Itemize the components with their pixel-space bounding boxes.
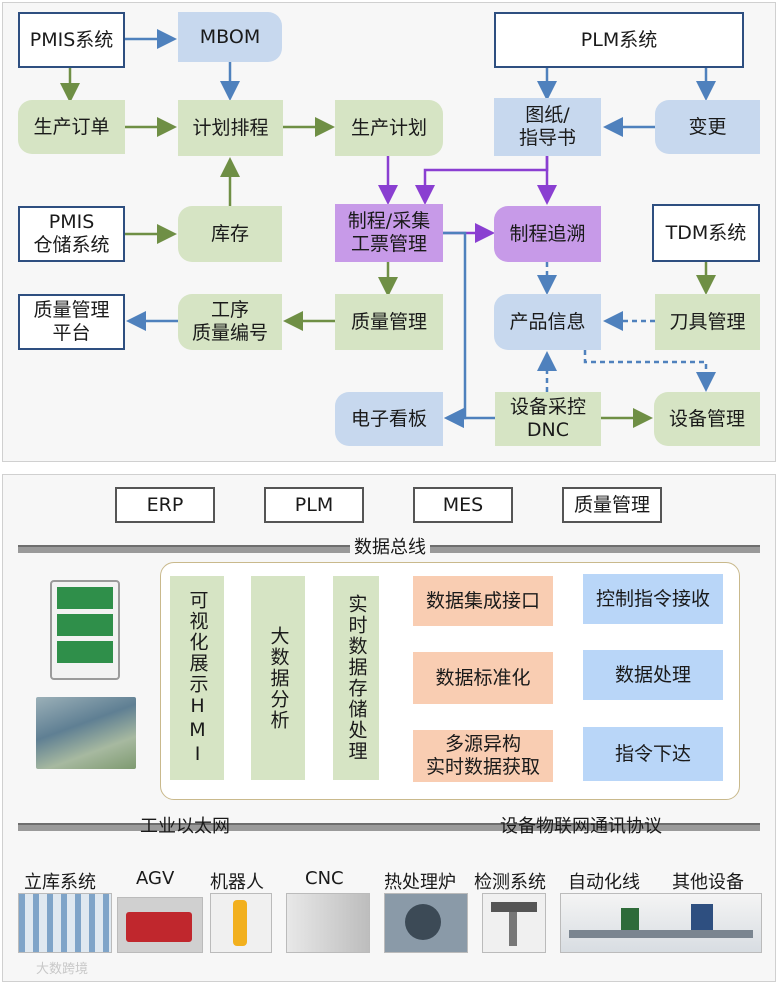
electronic-board: 电子看板 <box>335 392 443 446</box>
mes-box: MES <box>413 487 513 523</box>
tdm-system: TDM系统 <box>652 204 760 262</box>
ethernet-bus <box>18 823 760 831</box>
device-label-1: 立库系统 <box>24 872 96 893</box>
data-process-box: 数据处理 <box>583 650 723 700</box>
production-plan: 生产计划 <box>335 100 443 156</box>
robot-arm <box>233 900 247 946</box>
quality-box: 质量管理 <box>562 487 662 523</box>
process-quality: 工序 质量编号 <box>178 294 282 350</box>
line-machine-2 <box>691 904 713 930</box>
plm-box: PLM <box>264 487 364 523</box>
bigdata-box: 大数据分析 <box>251 576 305 780</box>
dnc-node: 设备采控 DNC <box>495 392 601 446</box>
pmis-warehouse: PMIS 仓储系统 <box>18 206 125 262</box>
equipment-management: 设备管理 <box>654 392 760 446</box>
agv-image <box>117 897 203 953</box>
line-machine-1 <box>621 908 639 930</box>
cnc-image <box>286 893 370 953</box>
command-send-box: 指令下达 <box>583 727 723 781</box>
factory-aerial-image <box>36 697 136 769</box>
hmi-box: 可视化展示HMI <box>170 576 224 780</box>
schedule-node: 计划排程 <box>178 100 283 156</box>
drawing-node: 图纸/ 指导书 <box>494 98 601 156</box>
tablet-row-3 <box>57 641 113 663</box>
device-label-7: 自动化线 <box>568 872 640 893</box>
arrow-drawing-process <box>415 156 549 205</box>
inspection-bridge <box>491 902 537 912</box>
integration-box: 数据集成接口 <box>413 576 553 626</box>
device-label-5: 热处理炉 <box>384 872 456 893</box>
standardization-box: 数据标准化 <box>413 652 553 704</box>
arrow-product-equip <box>583 350 716 392</box>
quality-management: 质量管理 <box>335 294 443 350</box>
mbom-node: MBOM <box>178 12 282 62</box>
watermark-text: 大数跨境 <box>36 962 89 977</box>
device-label-4: CNC <box>305 868 344 889</box>
change-node: 变更 <box>655 100 760 154</box>
iot-protocol-label: 设备物联网通讯协议 <box>500 816 662 837</box>
trace-node: 制程追溯 <box>494 206 601 262</box>
erp-box: ERP <box>115 487 215 523</box>
robot-image <box>210 893 272 953</box>
inspection-probe <box>509 912 517 946</box>
product-info: 产品信息 <box>494 294 601 350</box>
furnace-door <box>405 904 441 940</box>
tablet-screenshot <box>50 580 120 680</box>
tablet-row-2 <box>57 614 113 636</box>
pmis-system: PMIS系统 <box>18 12 125 68</box>
arrow-process-eboard <box>443 231 467 428</box>
ethernet-label: 工业以太网 <box>140 816 230 837</box>
control-receive-box: 控制指令接收 <box>583 574 723 624</box>
furnace-image <box>384 893 468 953</box>
warehouse-rack-image <box>18 893 112 953</box>
device-label-2: AGV <box>136 868 175 889</box>
device-label-6: 检测系统 <box>474 872 546 893</box>
plm-system: PLM系统 <box>494 12 744 68</box>
stock-node: 库存 <box>178 206 282 262</box>
device-label-3: 机器人 <box>210 872 264 893</box>
inspection-image <box>482 893 546 953</box>
conveyor <box>569 930 753 938</box>
tablet-row-1 <box>57 587 113 609</box>
data-bus-label: 数据总线 <box>350 533 430 559</box>
tool-management: 刀具管理 <box>655 294 760 350</box>
realtime-box: 实时数据存储处理 <box>333 576 379 780</box>
automation-line-image <box>560 893 762 953</box>
process-node: 制程/采集 工票管理 <box>335 204 443 262</box>
agv-body <box>126 912 192 942</box>
acquisition-box: 多源异构 实时数据获取 <box>413 730 553 782</box>
quality-platform: 质量管理 平台 <box>18 294 125 350</box>
device-label-8: 其他设备 <box>672 872 744 893</box>
production-order: 生产订单 <box>18 100 125 154</box>
